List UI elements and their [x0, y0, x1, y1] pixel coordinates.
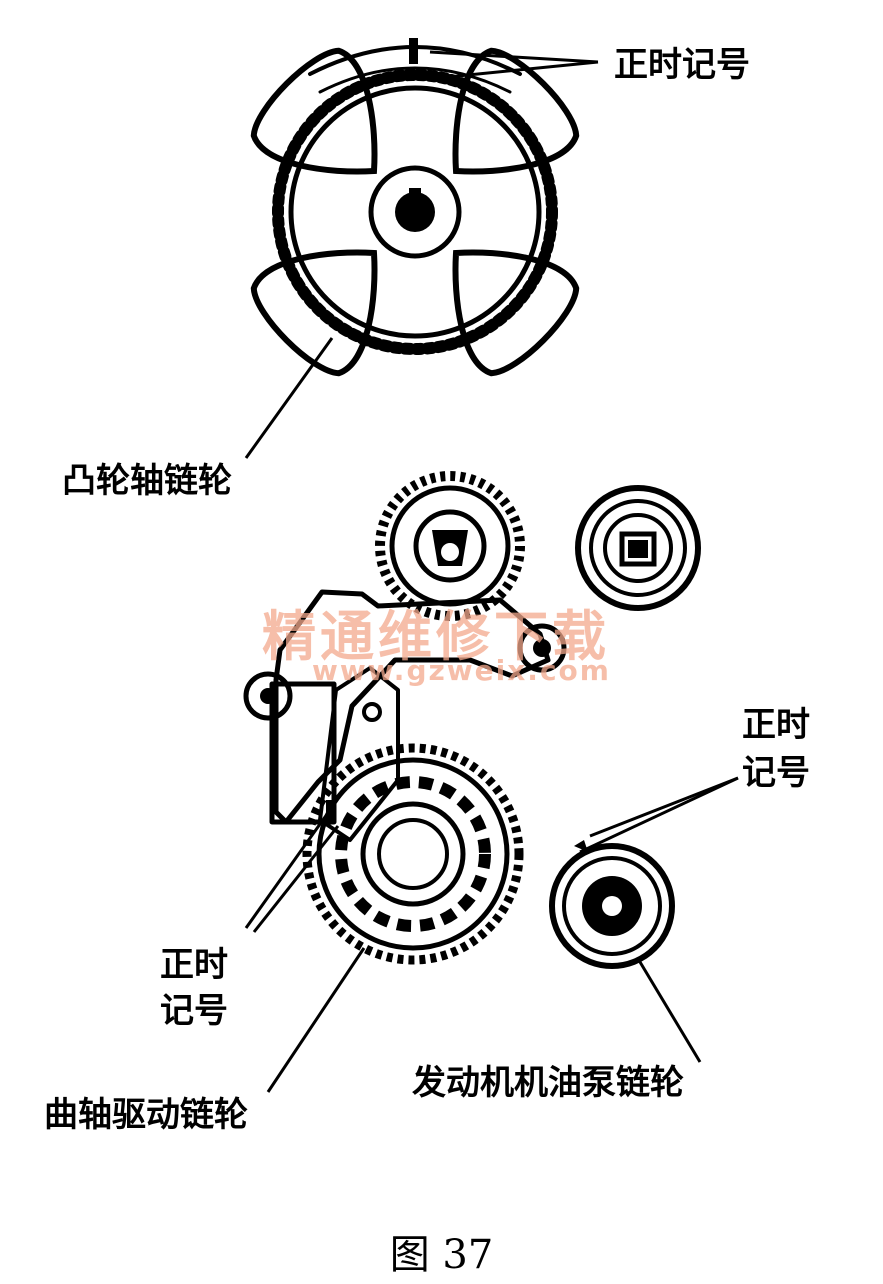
label-crankshaft-sprocket: 曲轴驱动链轮 [44, 1095, 248, 1135]
label-timing-mark-top: 正时记号 [614, 45, 750, 85]
mount-lug-left [243, 671, 293, 721]
label-timing-mark-left-line2: 记号 [160, 991, 228, 1031]
camshaft-sprocket [242, 38, 588, 385]
cam-sprocket-rim [288, 85, 542, 339]
cam-sprocket-teeth [272, 69, 558, 355]
tensioner-body [269, 681, 337, 825]
cam-keyway [409, 188, 421, 198]
pivot-bolt [517, 623, 567, 673]
label-timing-mark-left-line1: 正时 [160, 945, 228, 985]
watermark-title: 精通维修下载 [262, 605, 610, 668]
crankshaft-sprocket [302, 743, 524, 965]
idler-sprocket [375, 471, 525, 621]
cam-bore [395, 192, 435, 232]
secondary-sprocket [575, 485, 701, 611]
label-timing-mark-right-line1: 正时 [742, 705, 810, 745]
label-oil-pump-sprocket: 发动机机油泵链轮 [412, 1063, 684, 1103]
watermark-url: www.gzweix.com [312, 654, 611, 687]
timing-reference-arc-inner [318, 66, 512, 94]
figure-caption: 图 37 [389, 1232, 494, 1278]
label-camshaft-sprocket: 凸轮轴链轮 [62, 461, 232, 501]
label-timing-mark-right-line2: 记号 [742, 753, 810, 793]
oil-pump-sprocket [549, 840, 675, 969]
cam-hub [368, 165, 462, 259]
timing-mark-notch-top [409, 38, 418, 64]
leader-lines [244, 50, 739, 1093]
